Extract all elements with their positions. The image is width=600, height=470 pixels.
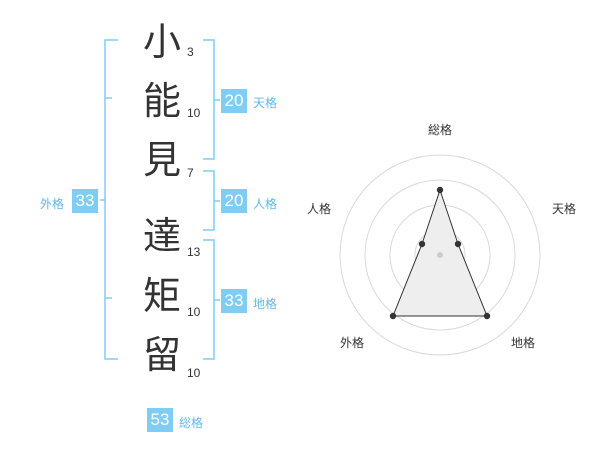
radar-point-tenkaku <box>454 240 462 248</box>
name-char-2: 能 <box>142 79 181 123</box>
chikaku-value-badge: 33 <box>221 289 247 313</box>
radar-point-jinkaku <box>418 240 426 248</box>
stroke-count-2: 10 <box>187 106 201 120</box>
name-char-4: 達 <box>142 214 181 258</box>
radar-center-dot <box>437 252 443 258</box>
radar-point-soukaku <box>436 186 444 194</box>
stroke-count-4: 13 <box>187 245 201 259</box>
radar-label-tenkaku: 天格 <box>552 202 577 216</box>
jinkaku-value-badge: 20 <box>221 189 247 213</box>
jinkaku-label: 人格 <box>253 197 278 211</box>
radar-point-chikaku <box>483 312 491 320</box>
name-char-1: 小 <box>142 20 181 64</box>
radar-label-soukaku: 総格 <box>428 123 453 137</box>
tenkaku-label: 天格 <box>253 96 278 110</box>
name-char-5: 矩 <box>142 274 181 318</box>
radar-ring-3 <box>364 179 516 331</box>
stroke-count-3: 7 <box>187 166 194 180</box>
soukaku-label: 総格 <box>179 416 204 430</box>
radar-point-gaikaku <box>389 312 397 320</box>
soukaku-value-badge: 53 <box>147 408 173 432</box>
radar-ring-outer <box>339 154 541 356</box>
chikaku-label: 地格 <box>253 297 278 311</box>
tenkaku-value-badge: 20 <box>221 89 247 113</box>
stroke-count-1: 3 <box>187 45 194 59</box>
radar-label-chikaku: 地格 <box>511 336 536 350</box>
radar-label-gaikaku: 外格 <box>340 336 365 350</box>
stroke-count-6: 10 <box>187 366 201 380</box>
stroke-count-5: 10 <box>187 305 201 319</box>
radar-label-jinkaku: 人格 <box>307 202 332 216</box>
gaikaku-value-badge: 33 <box>72 189 98 213</box>
name-char-6: 留 <box>142 333 181 377</box>
name-char-3: 見 <box>142 138 181 182</box>
gaikaku-label: 外格 <box>40 197 65 211</box>
